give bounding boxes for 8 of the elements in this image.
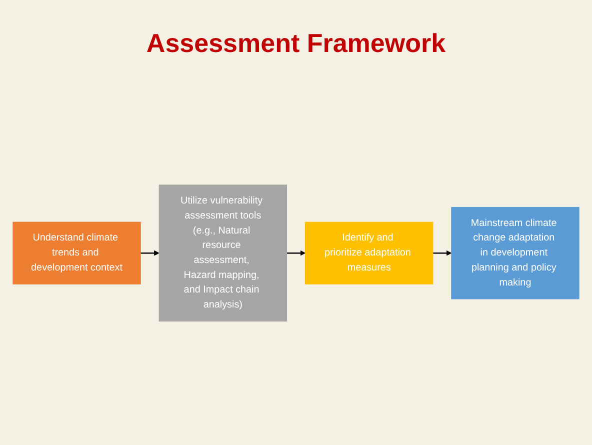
node-box: Mainstream climate change adaptation in development planning and policy making [451,206,580,300]
node-box: Identify and prioritize adaptation measures [304,222,434,284]
node-box: Utilize vulnerability assessment tools (e.g., Natural resource assessment, Hazard mapping, and Impact chain analysis) [158,184,288,322]
arrow [140,250,160,256]
diagram-title: Assessment Framework [146,28,446,59]
arrow [286,250,306,256]
arrow [432,250,452,256]
node-box: Understand climate trends and development context [12,222,141,284]
